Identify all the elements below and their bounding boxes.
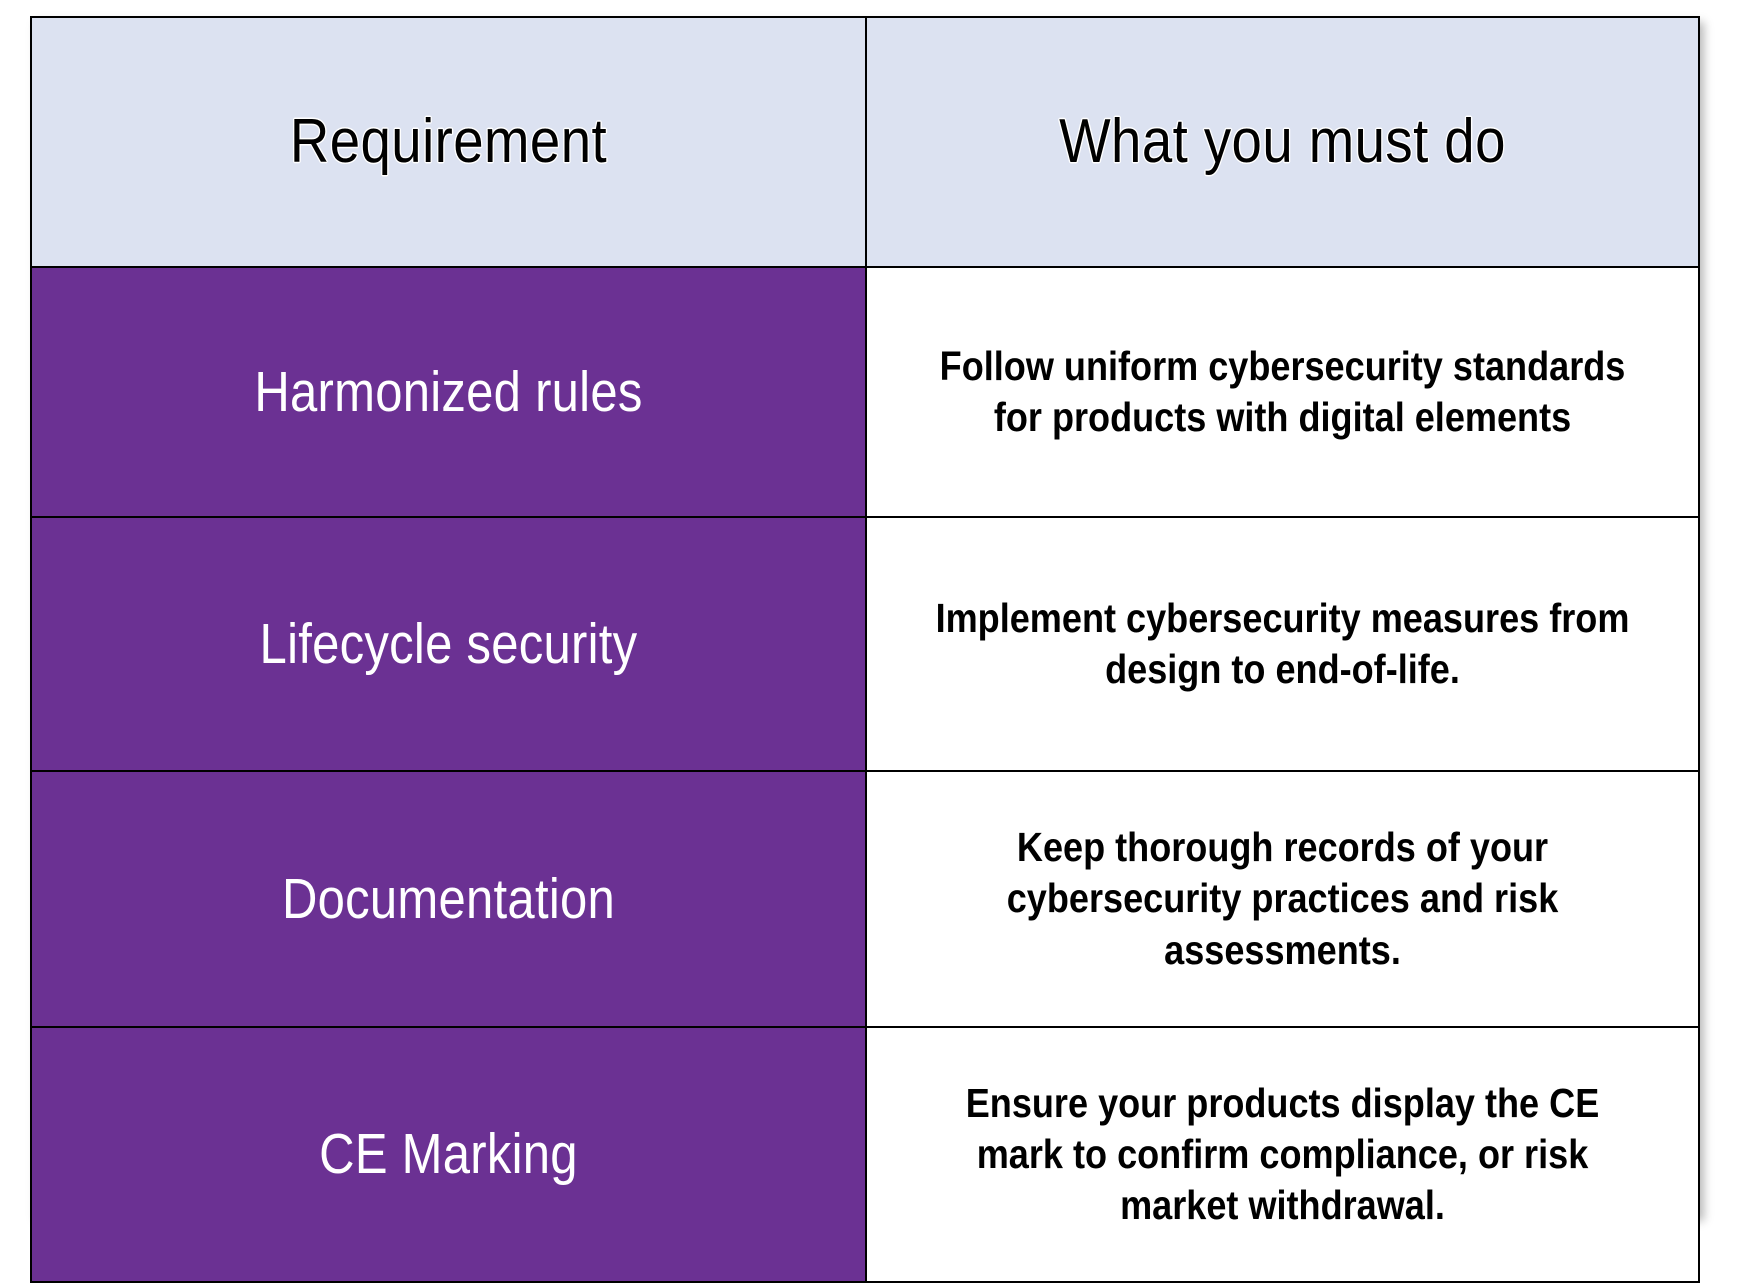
cell-requirement-documentation: Documentation — [30, 770, 867, 1028]
cell-action-ce-marking: Ensure your products display the CE mark… — [865, 1026, 1700, 1283]
column-header-requirement: Requirement — [30, 16, 867, 268]
cell-requirement-lifecycle-security: Lifecycle security — [30, 516, 867, 772]
requirement-label: CE Marking — [319, 1122, 578, 1187]
cell-requirement-ce-marking: CE Marking — [30, 1026, 867, 1283]
action-label: Implement cybersecurity measures from de… — [935, 594, 1630, 692]
column-header-what-you-must-do: What you must do — [865, 16, 1700, 268]
action-label: Follow uniform cybersecurity standards f… — [939, 342, 1626, 440]
cell-action-harmonized-rules: Follow uniform cybersecurity standards f… — [865, 266, 1700, 518]
table-header-row: Requirement What you must do — [30, 16, 1700, 268]
column-header-what-you-must-do-label: What you must do — [1059, 107, 1506, 177]
cell-requirement-harmonized-rules: Harmonized rules — [30, 266, 867, 518]
cell-action-lifecycle-security: Implement cybersecurity measures from de… — [865, 516, 1700, 772]
cell-action-documentation: Keep thorough records of your cybersecur… — [865, 770, 1700, 1028]
table-row: Lifecycle security Implement cybersecuri… — [30, 516, 1700, 772]
table-row: CE Marking Ensure your products display … — [30, 1026, 1700, 1283]
table-body: Harmonized rules Follow uniform cybersec… — [30, 266, 1700, 1283]
action-label: Ensure your products display the CE mark… — [965, 1079, 1600, 1229]
column-header-requirement-label: Requirement — [289, 107, 608, 177]
table-row: Documentation Keep thorough records of y… — [30, 770, 1700, 1028]
requirements-table: Requirement What you must do Harmonized … — [30, 16, 1700, 1283]
requirement-label: Harmonized rules — [254, 359, 643, 424]
table-row: Harmonized rules Follow uniform cybersec… — [30, 266, 1700, 518]
table-header: Requirement What you must do — [30, 16, 1700, 268]
action-label: Keep thorough records of your cybersecur… — [1006, 824, 1559, 973]
requirements-table-container: Requirement What you must do Harmonized … — [30, 16, 1700, 1283]
requirement-label: Lifecycle security — [259, 611, 638, 676]
requirement-label: Documentation — [281, 866, 616, 931]
